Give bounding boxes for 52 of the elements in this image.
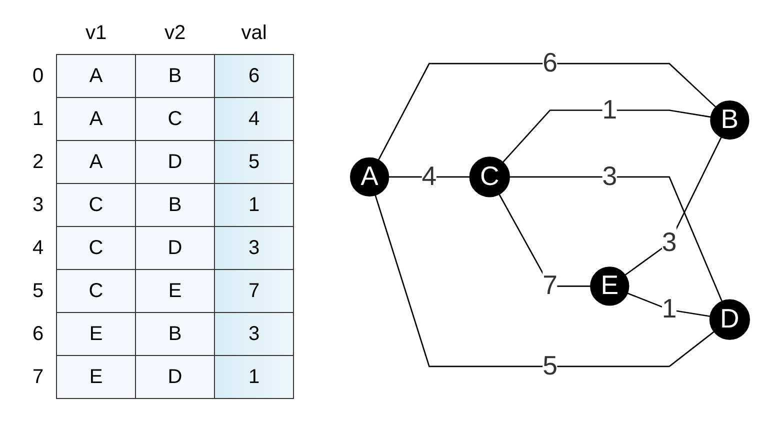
node-circle: C — [469, 156, 510, 198]
table-cell: 6 — [248, 64, 260, 86]
table-cell: C — [88, 236, 104, 258]
table-cell: D — [168, 366, 182, 388]
table-cell: C — [168, 108, 182, 130]
table-cell: E — [168, 280, 182, 302]
table-cell: 7 — [248, 280, 260, 302]
table-cell: 3 — [248, 236, 260, 258]
table-cell: B — [168, 322, 182, 344]
edge-label: 6 — [542, 48, 558, 78]
row-index: 3 — [32, 194, 44, 216]
column-header: v1 — [85, 22, 107, 44]
edge-label: 1 — [602, 96, 618, 125]
node-circle: B — [710, 100, 750, 140]
connector — [378, 62, 716, 161]
node-circle: A — [350, 157, 390, 196]
table-cell: B — [168, 64, 182, 86]
table-cell: 5 — [248, 150, 260, 172]
table-cell: 1 — [248, 366, 260, 388]
edge-label: 3 — [662, 228, 677, 258]
table-cell: E — [89, 366, 103, 388]
edge-label: 1 — [662, 295, 677, 324]
table-cell: 1 — [248, 194, 260, 216]
column-header: v2 — [164, 22, 186, 44]
row-index: 0 — [32, 64, 44, 86]
connector — [509, 176, 723, 302]
connector — [624, 136, 722, 276]
column-header: val — [241, 22, 267, 44]
row-index: 2 — [32, 150, 44, 172]
edge-label: 5 — [542, 352, 558, 382]
row-index: 6 — [32, 322, 44, 344]
row-index: 7 — [32, 366, 44, 388]
table-cell: C — [88, 280, 104, 302]
table-cell: B — [168, 194, 182, 216]
node-circle: E — [590, 266, 630, 306]
table-cell: 4 — [248, 108, 260, 130]
edge-label: 3 — [602, 162, 618, 192]
table-cell: A — [89, 108, 103, 130]
connector — [502, 110, 712, 163]
edge-label: 4 — [422, 162, 437, 192]
node-circle: D — [709, 299, 750, 340]
table-cell: A — [89, 64, 103, 86]
table-cell: A — [89, 150, 103, 172]
table-cell: E — [89, 322, 103, 344]
row-index: 1 — [32, 108, 44, 130]
table-cell: 3 — [248, 322, 260, 344]
row-index: 4 — [32, 236, 44, 258]
row-index: 5 — [32, 280, 44, 302]
edge-label: 7 — [542, 272, 558, 301]
table-cell: D — [168, 150, 182, 172]
table-cell: D — [168, 236, 182, 258]
table-cell: C — [88, 194, 104, 216]
